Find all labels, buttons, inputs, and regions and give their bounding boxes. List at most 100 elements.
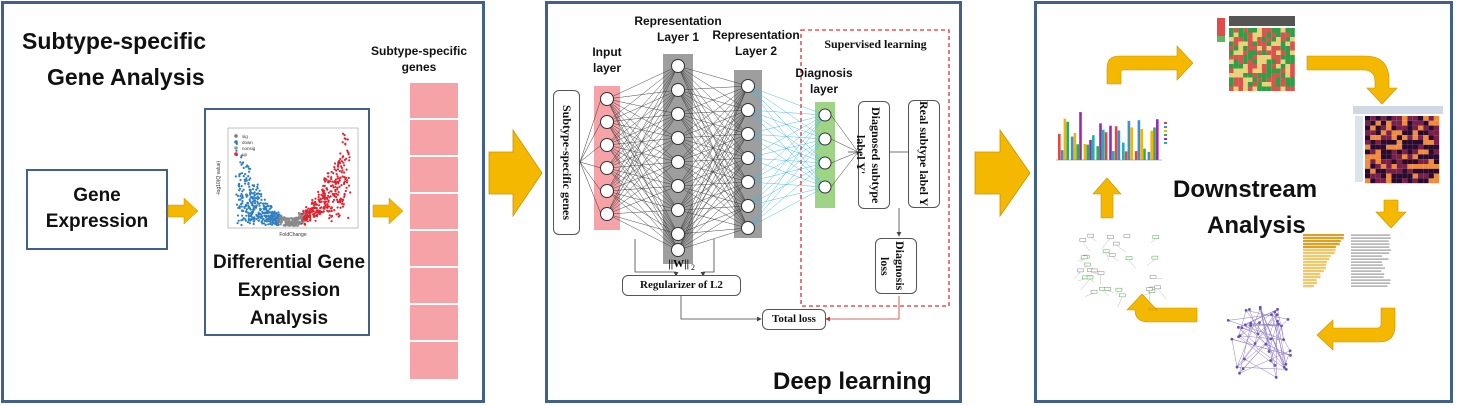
volcano-point <box>247 167 251 170</box>
volcano-point <box>267 211 271 214</box>
volcano-point <box>279 218 282 221</box>
volcano-point <box>342 203 345 206</box>
volcano-point <box>255 204 258 207</box>
arrow-to-deep-learning-icon <box>488 128 543 218</box>
volcano-point <box>336 177 340 180</box>
volcano-point <box>327 194 330 197</box>
volcano-point <box>240 223 243 227</box>
volcano-point <box>346 138 349 141</box>
gene-cell <box>410 194 458 231</box>
volcano-point <box>343 171 346 174</box>
gene-cell <box>410 342 458 379</box>
volcano-point <box>330 177 333 181</box>
volcano-point <box>243 182 247 185</box>
volcano-point <box>324 177 327 180</box>
volcano-point <box>260 198 263 201</box>
volcano-point <box>236 214 240 217</box>
volcano-point <box>275 221 278 224</box>
volcano-point <box>281 216 285 219</box>
volcano-ylabel: -log10(Q value) <box>216 160 222 195</box>
volcano-point <box>312 202 315 205</box>
nn-edges <box>579 65 859 251</box>
volcano-point <box>258 189 261 192</box>
volcano-point <box>285 217 289 220</box>
nn-node <box>600 138 614 152</box>
nn-edge <box>606 167 679 187</box>
volcano-point <box>303 223 306 226</box>
volcano-point <box>337 163 340 166</box>
volcano-point <box>340 171 343 174</box>
volcano-point <box>337 182 340 185</box>
volcano-point <box>266 218 269 221</box>
input-layer-line2: layer <box>592 61 622 75</box>
volcano-point <box>259 212 262 215</box>
arrow-to-genes-icon <box>372 197 404 225</box>
volcano-point <box>330 206 333 209</box>
nn-edge <box>606 144 679 251</box>
nn-node <box>818 156 832 170</box>
volcano-point <box>342 161 345 164</box>
volcano-point <box>285 222 288 225</box>
nn-edge <box>606 161 679 215</box>
nn-edge <box>677 85 749 115</box>
nn-edge <box>606 190 679 235</box>
volcano-point <box>244 210 248 213</box>
nn-edge <box>677 181 749 235</box>
volcano-point <box>293 218 296 221</box>
nn-edge <box>677 109 749 251</box>
volcano-point <box>274 222 277 225</box>
volcano-point <box>239 161 242 164</box>
volcano-point <box>336 186 339 189</box>
volcano-point <box>324 180 327 183</box>
volcano-point <box>250 218 253 221</box>
nn-edge <box>677 85 749 139</box>
volcano-point <box>331 192 334 196</box>
nn-edge <box>606 113 679 123</box>
volcano-point <box>270 216 273 219</box>
volcano-point <box>328 217 331 220</box>
nn-edge <box>606 65 679 215</box>
volcano-point <box>242 166 245 169</box>
volcano-point <box>330 170 333 173</box>
volcano-point <box>326 197 329 201</box>
volcano-point <box>314 211 317 214</box>
nn-edge <box>677 109 749 235</box>
volcano-point <box>239 172 242 175</box>
volcano-point <box>267 223 270 226</box>
volcano-point <box>256 200 259 203</box>
volcano-point <box>343 180 347 183</box>
nn-node <box>600 115 614 129</box>
volcano-point <box>333 168 336 171</box>
nn-edge <box>606 98 679 251</box>
volcano-point <box>310 202 313 205</box>
nn-edge <box>606 89 679 146</box>
volcano-point <box>339 157 342 161</box>
volcano-point <box>313 215 316 218</box>
volcano-point <box>259 208 262 211</box>
nn-edge <box>606 185 679 192</box>
volcano-point <box>342 132 345 135</box>
volcano-point <box>305 210 308 213</box>
volcano-point <box>348 184 351 187</box>
downstream-title-line2: Analysis <box>1207 212 1306 239</box>
volcano-point <box>250 195 253 199</box>
nn-edge <box>606 190 679 211</box>
nn-edge <box>606 137 679 192</box>
volcano-point <box>323 198 326 201</box>
volcano-point <box>266 212 269 215</box>
cycle-arrow-1-icon <box>1106 45 1194 85</box>
volcano-point <box>348 156 351 159</box>
nn-edge <box>606 65 679 192</box>
volcano-point <box>237 184 240 187</box>
nn-node <box>600 161 614 175</box>
volcano-point <box>245 214 248 217</box>
nn-edge <box>747 114 826 229</box>
nn-edge <box>606 113 679 192</box>
nn-edge <box>606 144 679 163</box>
volcano-point <box>346 151 349 154</box>
heatmap-dark-thumbnail <box>1353 106 1443 184</box>
volcano-point <box>309 211 312 214</box>
nn-edge <box>747 109 826 116</box>
volcano-point <box>302 210 305 213</box>
volcano-point <box>326 172 329 175</box>
